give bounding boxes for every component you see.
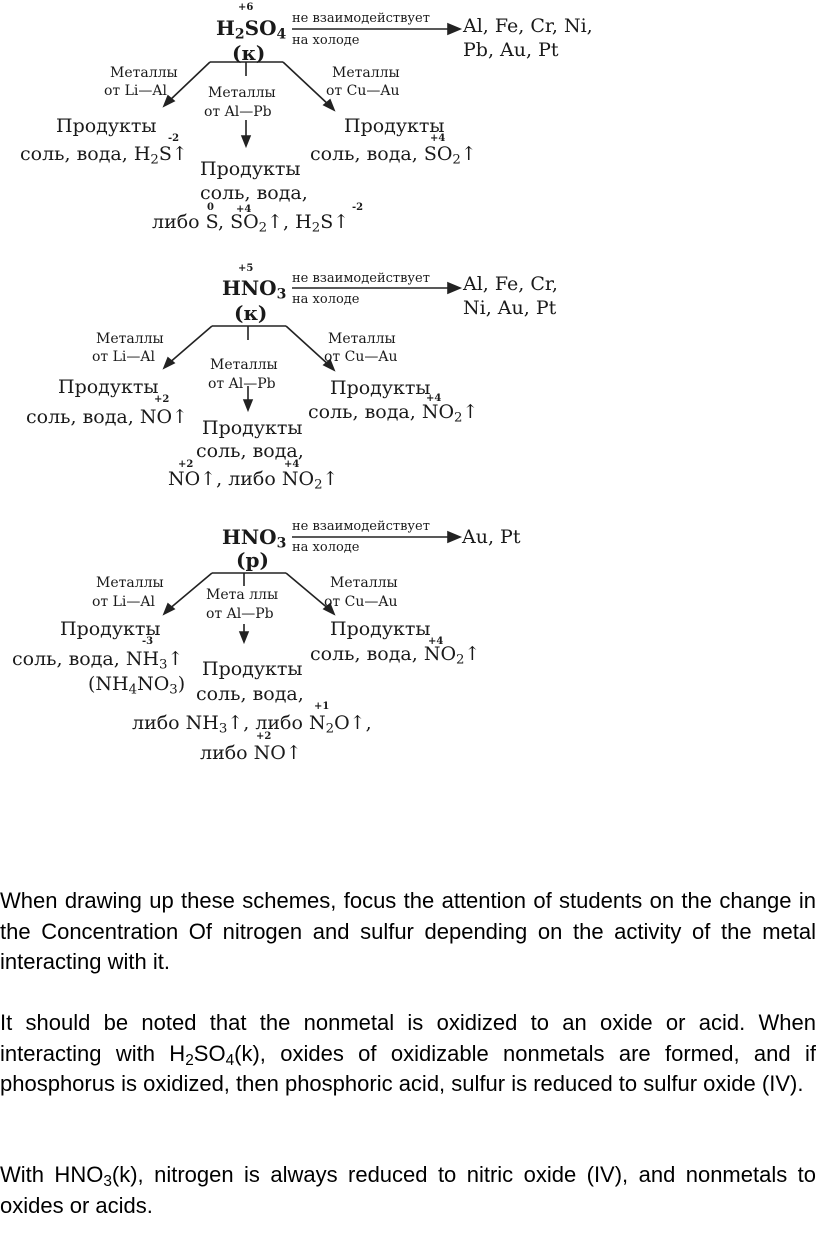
mid-products-label: Продукты	[200, 158, 301, 180]
acid-formula: HNO3	[222, 525, 287, 552]
right-products-result: соль, вода, NO2↑	[310, 643, 481, 668]
mid-oxidation-state-1: 0	[207, 202, 214, 213]
paragraph-nitric-acid-note: With HNO3(k), nitrogen is always reduced…	[0, 1162, 816, 1218]
arrow-label-top: не взаимодействует	[292, 11, 430, 26]
concentration-label: (к)	[232, 41, 266, 65]
mid-metals-range: от Al—Pb	[206, 606, 274, 622]
left-metals-label: Металлы	[110, 65, 178, 81]
arrow-label-bottom: на холоде	[292, 33, 360, 48]
left-products-extra: (NH4NO3)	[88, 673, 186, 698]
left-products-result: соль, вода, H2S↑	[20, 143, 188, 168]
right-oxidation-state: +4	[426, 393, 442, 404]
passive-metals-line-2: Pb, Au, Pt	[463, 39, 559, 61]
mid-products-label: Продукты	[202, 417, 303, 439]
left-metals-label: Металлы	[96, 331, 164, 347]
scheme-sulfuric-acid: +6 H2SO4 (к) не взаимодействует на холод…	[0, 0, 816, 250]
mid-oxidation-state-2: +4	[284, 459, 300, 470]
left-metals-range: от Li—Al	[92, 349, 155, 365]
mid-metals-label: Металлы	[208, 85, 276, 101]
acid-oxidation-state: +5	[238, 263, 254, 274]
acid-formula: HNO3	[222, 276, 287, 303]
mid-oxidation-state-1: +1	[314, 701, 330, 712]
acid-formula: H2SO4	[216, 16, 287, 43]
left-metals-range: от Li—Al	[104, 83, 167, 99]
right-metals-label: Металлы	[328, 331, 396, 347]
mid-products-last: либо NO↑	[200, 742, 302, 764]
mid-metals-label: Мета ллы	[206, 587, 279, 603]
passive-metals-line-1: Au, Pt	[462, 526, 521, 548]
right-products-label: Продукты	[330, 377, 431, 399]
right-products-label: Продукты	[344, 115, 445, 137]
left-metals-label: Металлы	[96, 575, 164, 591]
mid-metals-range: от Al—Pb	[208, 376, 276, 392]
mid-products-options: NO↑, либо NO2↑	[168, 468, 339, 493]
right-products-label: Продукты	[330, 618, 431, 640]
mid-products-label: Продукты	[202, 658, 303, 680]
concentration-label: (р)	[236, 548, 269, 572]
right-metals-label: Металлы	[330, 575, 398, 591]
right-oxidation-state: +4	[428, 636, 444, 647]
left-oxidation-state: +2	[154, 394, 170, 405]
arrow-label-bottom: на холоде	[292, 292, 360, 307]
paragraph-nonmetal-oxidation: It should be noted that the nonmetal is …	[0, 1010, 816, 1096]
concentration-label: (к)	[234, 301, 268, 325]
mid-metals-label: Металлы	[210, 357, 278, 373]
left-products-label: Продукты	[58, 376, 159, 398]
passive-metals-line-1: Al, Fe, Cr, Ni,	[463, 15, 593, 37]
mid-oxidation-state-1: +2	[178, 459, 194, 470]
mid-products-result: соль, вода,	[200, 182, 308, 204]
right-oxidation-state: +4	[430, 133, 446, 144]
passive-metals-line-2: Ni, Au, Pt	[463, 297, 557, 319]
right-products-result: соль, вода, NO2↑	[308, 401, 479, 426]
mid-oxidation-state-3: -2	[352, 202, 364, 213]
arrow-label-bottom: на холоде	[292, 540, 360, 555]
left-metals-range: от Li—Al	[92, 594, 155, 610]
right-metals-range: от Cu—Au	[324, 349, 398, 365]
mid-metals-range: от Al—Pb	[204, 104, 272, 120]
left-products-label: Продукты	[56, 115, 157, 137]
scheme-1-arrows	[162, 22, 463, 149]
mid-oxidation-state-2: +4	[236, 204, 252, 215]
left-products-result: соль, вода, NH3↑	[12, 648, 184, 673]
right-products-result: соль, вода, SO2↑	[310, 143, 477, 168]
mid-products-options: либо NH3↑, либо N2O↑,	[132, 712, 372, 737]
scheme-2-arrows	[162, 281, 463, 413]
left-oxidation-state: -2	[168, 133, 180, 144]
arrow-label-top: не взаимодействует	[292, 271, 430, 286]
left-products-label: Продукты	[60, 618, 161, 640]
mid-products-result: соль, вода,	[196, 440, 304, 462]
scheme-nitric-acid-dilute: HNO3 (р) не взаимодействует на холоде Au…	[0, 510, 816, 780]
arrow-label-top: не взаимодействует	[292, 519, 430, 534]
paragraph-schemes-note: When drawing up these schemes, focus the…	[0, 888, 816, 974]
mid-products-options: либо S, SO2↑, H2S↑	[152, 211, 350, 236]
scheme-3-arrows	[162, 530, 463, 645]
right-metals-label: Металлы	[332, 65, 400, 81]
mid-oxidation-state-2: +2	[256, 731, 272, 742]
right-metals-range: от Cu—Au	[326, 83, 400, 99]
right-metals-range: от Cu—Au	[324, 594, 398, 610]
passive-metals-line-1: Al, Fe, Cr,	[463, 273, 558, 295]
scheme-nitric-acid-concentrated: +5 HNO3 (к) не взаимодействует на холоде…	[0, 260, 816, 500]
mid-products-result: соль, вода,	[196, 683, 304, 705]
left-products-result: соль, вода, NO↑	[26, 406, 188, 428]
acid-oxidation-state: +6	[238, 2, 254, 13]
left-oxidation-state: -3	[142, 636, 154, 647]
